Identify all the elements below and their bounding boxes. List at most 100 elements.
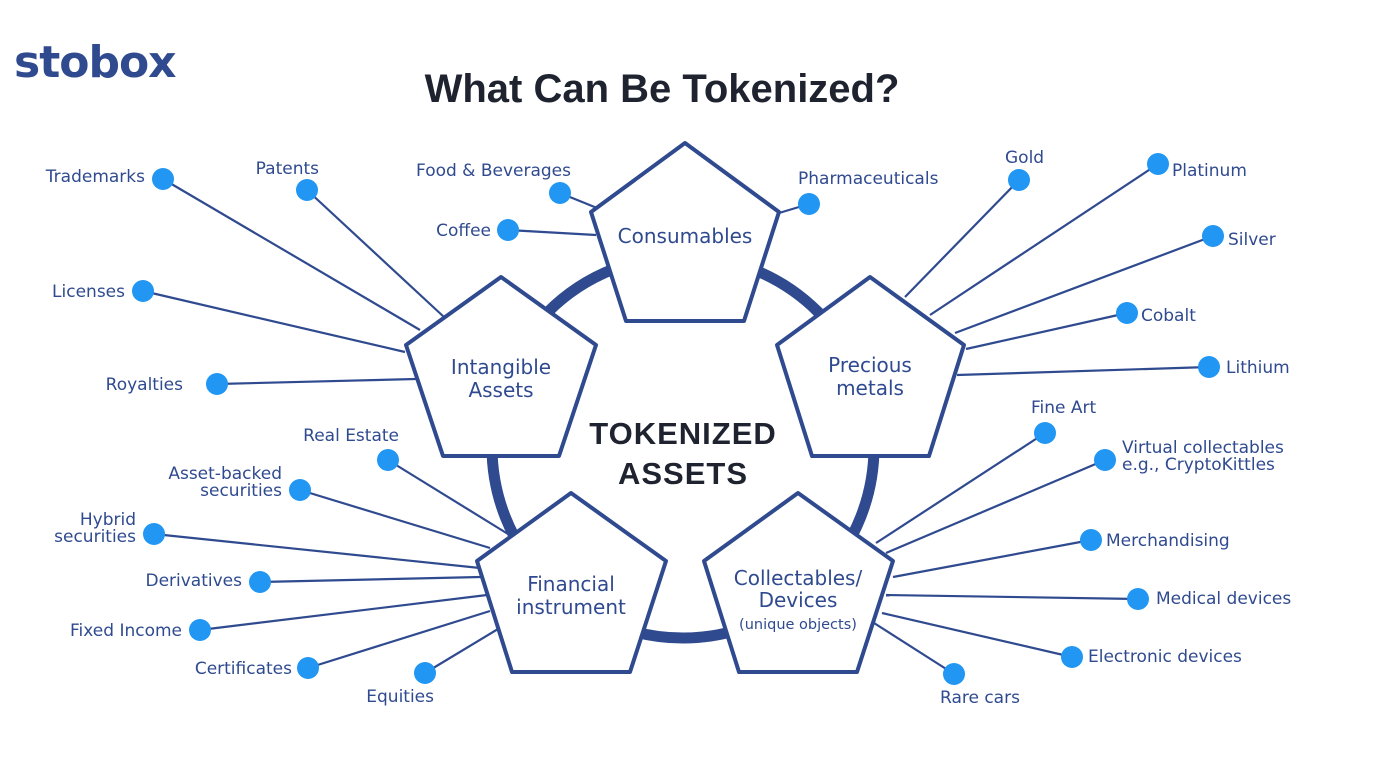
connector-rare-cars [873,622,955,675]
dot-equities [414,662,436,684]
category-label-intangible-line2: Assets [468,378,533,402]
category-intangible-assets: Intangible Assets [404,275,598,458]
center-title-line2: ASSETS [618,456,748,491]
item-dots [132,153,1224,685]
item-label-fixed-income: Fixed Income [70,621,182,641]
connector-virtual-collectables-e-g-cryptokittles [885,458,1106,555]
dot-electronic-devices [1061,646,1083,668]
connector-derivatives [259,575,482,584]
dot-cobalt [1116,302,1138,324]
category-label-financial-line2: instrument [516,595,626,619]
stobox-logo: stobox [14,37,176,88]
item-label-medical-devices: Medical devices [1156,589,1291,609]
connector-fine-art [875,432,1046,544]
connector-hybrid-securities [153,532,481,570]
connector-gold [904,179,1020,298]
dot-derivatives [249,571,271,593]
category-consumables: Consumables [589,141,781,323]
item-label-cobalt: Cobalt [1141,306,1196,326]
dot-gold [1008,169,1030,191]
pentagon-collectables-devices [702,491,895,674]
connector-cobalt [965,311,1128,351]
category-financial-instrument: Financial instrument [475,491,668,674]
center-title-line1: TOKENIZED [589,416,777,451]
item-label-platinum: Platinum [1172,161,1247,181]
connector-platinum [929,163,1159,316]
category-label-collectables-line2: Devices [759,588,838,612]
page-title: What Can Be Tokenized? [425,67,900,111]
connector-patents [306,189,445,318]
dot-coffee [497,219,519,241]
connector-real-estate [387,459,509,535]
category-label-precious-line1: Precious [828,353,912,377]
dot-silver [1202,225,1224,247]
item-label-pharmaceuticals: Pharmaceuticals [798,169,939,189]
dot-food-beverages [549,182,571,204]
item-label-trademarks: Trademarks [45,167,145,187]
category-label-precious-line2: metals [836,376,904,400]
dot-real-estate [377,449,399,471]
connector-lithium [956,365,1210,377]
dot-rare-cars [943,663,965,685]
category-label-intangible-line1: Intangible [451,355,551,379]
dot-merchandising [1080,529,1102,551]
connector-medical-devices [885,593,1139,601]
item-label-coffee: Coffee [436,221,491,241]
dot-certificates [297,657,319,679]
pentagon-intangible-assets [404,275,598,458]
connector-trademarks [162,178,421,331]
dot-royalties [206,373,228,395]
dot-asset-backed-securities [289,479,311,501]
item-label-electronic-devices: Electronic devices [1088,647,1242,667]
item-label-certificates: Certificates [195,659,292,679]
item-label-merchandising: Merchandising [1106,531,1230,551]
connector-silver [954,234,1214,335]
dot-trademarks [152,168,174,190]
pentagon-precious-metals [775,275,966,458]
connector-merchandising [892,538,1092,579]
item-label-licenses: Licenses [52,282,125,302]
item-label-royalties: Royalties [106,375,183,395]
connector-equities [424,628,499,674]
dot-lithium [1198,356,1220,378]
item-label-lithium: Lithium [1226,358,1290,378]
pentagon-financial-instrument [475,491,668,674]
dot-fixed-income [189,619,211,641]
category-label-financial-line1: Financial [527,572,615,596]
category-label-collectables-sub: (unique objects) [739,617,857,633]
item-label-fine-art: Fine Art [1031,398,1097,418]
item-label-food-beverages: Food & Beverages [416,161,571,181]
item-label-equities: Equities [366,687,434,707]
dot-patents [296,179,318,201]
dot-fine-art [1034,422,1056,444]
category-collectables-devices: Collectables/ Devices (unique objects) [702,491,895,674]
item-label-silver: Silver [1228,230,1276,250]
dot-pharmaceuticals [798,193,820,215]
dot-licenses [132,280,154,302]
dot-platinum [1147,153,1169,175]
connector-coffee [507,228,597,237]
connector-certificates [307,609,491,670]
category-label-consumables: Consumables [618,224,753,248]
dot-hybrid-securities [143,523,165,545]
item-label-rare-cars: Rare cars [940,688,1020,708]
dot-medical-devices [1127,588,1149,610]
item-label-patents: Patents [256,159,319,179]
category-precious-metals: Precious metals [775,275,966,458]
connector-electronic-devices [881,611,1073,659]
item-label-real-estate: Real Estate [303,426,399,446]
connector-fixed-income [199,593,488,632]
connector-lines [142,163,1214,675]
category-label-collectables-line1: Collectables/ [734,566,863,590]
connector-licenses [142,289,406,354]
item-label-derivatives: Derivatives [145,571,242,591]
item-label-gold: Gold [1005,148,1044,168]
pentagon-consumables [589,141,781,323]
connector-royalties [216,377,417,386]
dot-virtual-collectables-e-g-cryptokittles [1094,449,1116,471]
